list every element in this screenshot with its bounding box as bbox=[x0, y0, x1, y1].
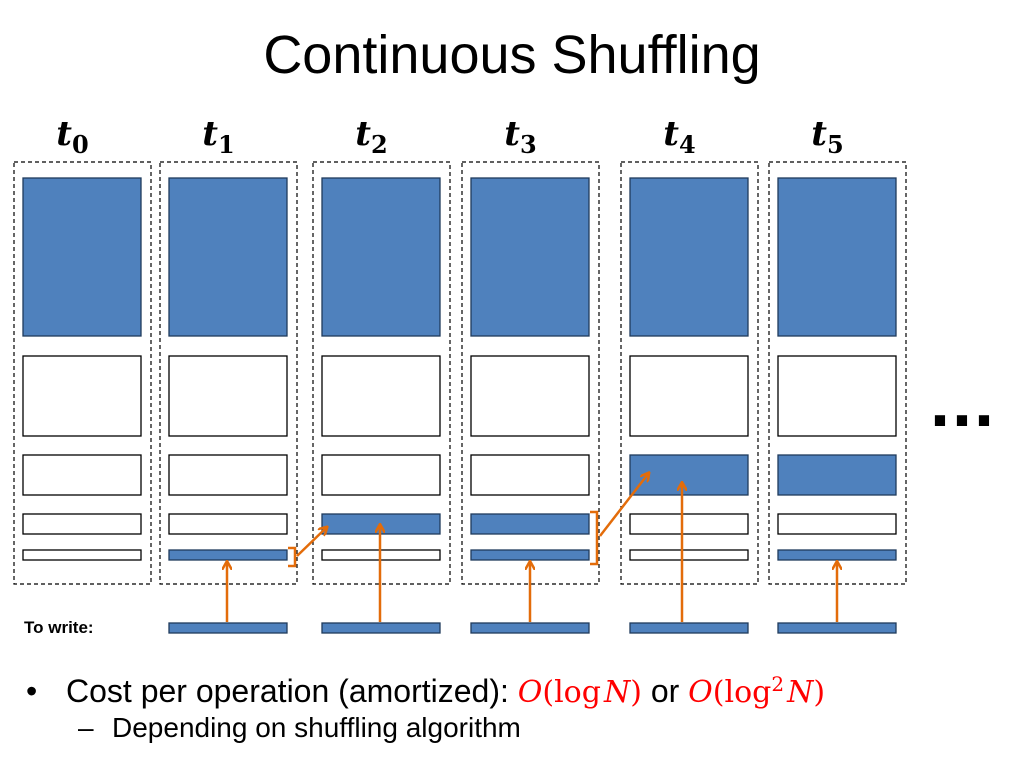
level-box-1-empty bbox=[22, 355, 142, 437]
merge-arrow-t3-t4 bbox=[599, 474, 648, 537]
level-box-0-filled bbox=[777, 177, 897, 337]
time-label-5: t5 bbox=[811, 114, 843, 159]
time-column-4 bbox=[620, 161, 759, 585]
column-dashed-border bbox=[312, 161, 451, 585]
time-column-3 bbox=[461, 161, 600, 585]
level-box-2-empty bbox=[22, 454, 142, 496]
level-box-1-empty bbox=[629, 355, 749, 437]
column-dashed-border bbox=[620, 161, 759, 585]
time-label-2: t2 bbox=[355, 114, 387, 159]
level-box-2-empty bbox=[321, 454, 441, 496]
level-box-3-filled bbox=[470, 513, 590, 535]
time-label-4: t4 bbox=[663, 114, 695, 159]
write-bar-4 bbox=[629, 622, 749, 634]
level-box-0-filled bbox=[470, 177, 590, 337]
formula-log2-n: O(log2 N) bbox=[688, 672, 826, 710]
level-box-2-empty bbox=[168, 454, 288, 496]
write-bar-3 bbox=[470, 622, 590, 634]
to-write-label: To write: bbox=[24, 618, 94, 637]
level-box-1-empty bbox=[168, 355, 288, 437]
level-box-4-empty bbox=[22, 549, 142, 561]
time-column-0 bbox=[13, 161, 152, 585]
write-bar-5 bbox=[777, 622, 897, 634]
merge-bracket-t3 bbox=[590, 510, 599, 566]
sub-bullet: –Depending on shuffling algorithm bbox=[78, 710, 521, 746]
sub-bullet-text: Depending on shuffling algorithm bbox=[112, 712, 521, 743]
bullet-text: Cost per operation (amortized): bbox=[66, 673, 518, 709]
level-box-1-empty bbox=[470, 355, 590, 437]
level-box-0-filled bbox=[168, 177, 288, 337]
level-box-1-empty bbox=[321, 355, 441, 437]
time-label-0: t0 bbox=[56, 114, 88, 159]
level-box-3-empty bbox=[22, 513, 142, 535]
merge-arrow-t1-t2 bbox=[296, 528, 326, 557]
level-box-1-empty bbox=[777, 355, 897, 437]
formula-log-n: O(log N) bbox=[517, 675, 642, 710]
bullet-dot: • bbox=[26, 673, 38, 709]
write-bar-1 bbox=[168, 622, 288, 634]
merge-bracket-t1 bbox=[288, 546, 297, 568]
bullet-cost: • Cost per operation (amortized): O(log N… bbox=[26, 662, 825, 715]
time-column-1 bbox=[159, 161, 298, 585]
level-box-3-empty bbox=[777, 513, 897, 535]
bullet-or: or bbox=[641, 673, 689, 709]
time-column-5 bbox=[768, 161, 907, 585]
time-label-3: t3 bbox=[504, 114, 536, 159]
level-box-0-filled bbox=[629, 177, 749, 337]
level-box-2-filled bbox=[777, 454, 897, 496]
level-box-4-filled bbox=[470, 549, 590, 561]
level-box-3-empty bbox=[629, 513, 749, 535]
level-box-0-filled bbox=[22, 177, 142, 337]
level-box-4-filled bbox=[777, 549, 897, 561]
sub-bullet-dash: – bbox=[78, 712, 94, 743]
column-dashed-border bbox=[768, 161, 907, 585]
column-dashed-border bbox=[461, 161, 600, 585]
time-label-1: t1 bbox=[202, 114, 234, 159]
ellipsis: ... bbox=[930, 362, 997, 442]
level-box-0-filled bbox=[321, 177, 441, 337]
time-column-2 bbox=[312, 161, 451, 585]
level-box-3-empty bbox=[168, 513, 288, 535]
column-dashed-border bbox=[13, 161, 152, 585]
level-box-4-empty bbox=[629, 549, 749, 561]
level-box-4-filled bbox=[168, 549, 288, 561]
slide-title: Continuous Shuffling bbox=[263, 25, 761, 85]
level-box-2-empty bbox=[470, 454, 590, 496]
column-dashed-border bbox=[159, 161, 298, 585]
write-bar-2 bbox=[321, 622, 441, 634]
